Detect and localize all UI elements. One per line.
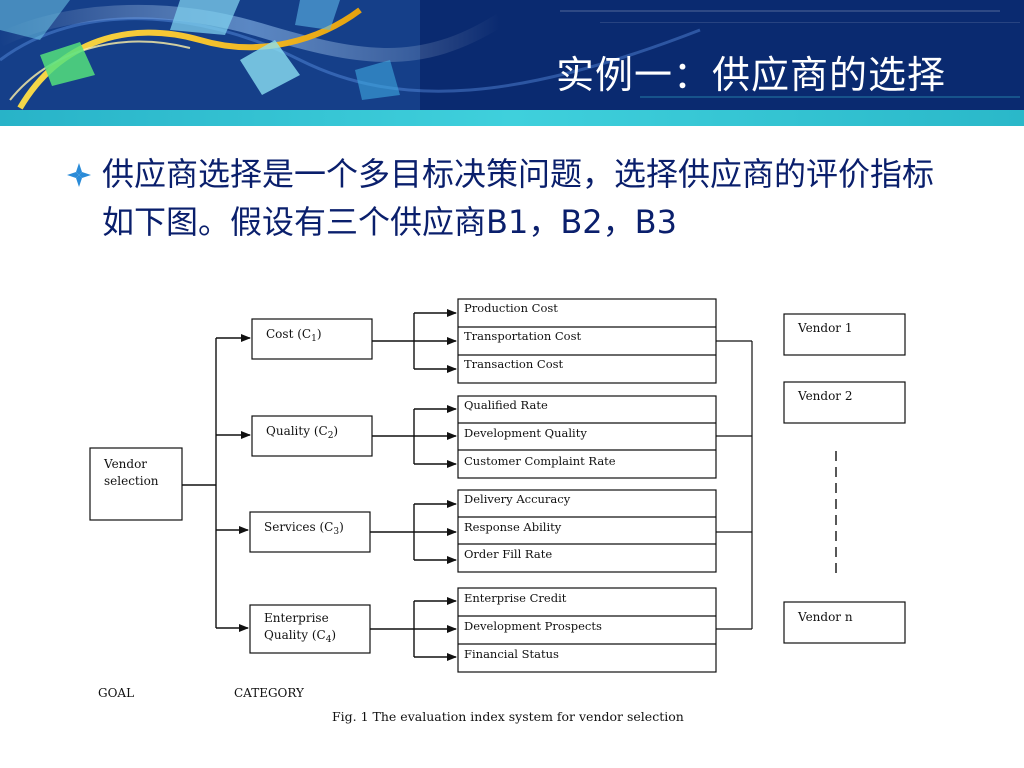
indicator-label: Transportation Cost	[464, 329, 582, 343]
indicator-bracket	[716, 340, 753, 630]
diamond-bullet-icon	[67, 163, 91, 187]
indicator-label: Production Cost	[464, 301, 558, 315]
category-suffix: )	[317, 327, 322, 341]
category-label: Services (C	[264, 520, 333, 534]
goal-column-label: GOAL	[98, 686, 134, 700]
svg-text:Cost (C1): Cost (C1)	[266, 327, 322, 344]
indicator-group-services: Delivery Accuracy Response Ability Order…	[457, 489, 717, 573]
vendor-node-2: Vendor 2	[783, 381, 906, 424]
header-banner: 实例一：供应商的选择	[0, 0, 1024, 110]
category-subscript: 4	[326, 635, 332, 645]
svg-text:Quality (C2): Quality (C2)	[266, 424, 338, 441]
indicator-label: Response Ability	[464, 520, 562, 534]
vendor-label: Vendor 2	[797, 389, 853, 403]
indicator-label: Qualified Rate	[464, 398, 548, 412]
category-node-services: Services (C3)	[249, 511, 371, 553]
category-suffix: )	[339, 520, 344, 534]
slide-title: 实例一：供应商的选择	[555, 53, 946, 97]
indicator-label: Development Quality	[464, 426, 587, 440]
category-node-enterprise-quality: Enterprise Quality (C4)	[249, 604, 371, 654]
category-label: Quality (C	[266, 424, 328, 438]
header-stripe	[0, 110, 1024, 126]
vendor-label: Vendor 1	[797, 321, 853, 335]
indicator-label: Customer Complaint Rate	[464, 454, 616, 468]
goal-node: Vendor selection	[89, 447, 183, 521]
category-connectors	[370, 309, 457, 661]
category-subscript: 3	[333, 527, 339, 537]
indicator-label: Development Prospects	[464, 619, 602, 633]
category-node-quality: Quality (C2)	[251, 415, 373, 457]
indicator-label: Enterprise Credit	[464, 591, 567, 605]
indicator-label: Financial Status	[464, 647, 559, 661]
figure-caption: Fig. 1 The evaluation index system for v…	[332, 709, 684, 724]
category-subscript: 2	[328, 431, 334, 441]
category-suffix: )	[333, 424, 338, 438]
bullet-text: 供应商选择是一个多目标决策问题，选择供应商的评价指标如下图。假设有三个供应商B1…	[102, 155, 935, 241]
goal-label-line1: Vendor	[103, 457, 147, 471]
category-label: Quality (C	[264, 628, 326, 642]
goal-connectors	[182, 334, 251, 632]
category-subscript: 1	[311, 334, 317, 344]
category-suffix: )	[331, 628, 336, 642]
indicator-group-cost: Production Cost Transportation Cost Tran…	[457, 298, 717, 384]
banner-decoration	[0, 0, 1024, 110]
category-label: Cost (C	[266, 327, 311, 341]
vendor-label: Vendor n	[797, 610, 853, 624]
indicator-group-enterprise-quality: Enterprise Credit Development Prospects …	[457, 587, 717, 673]
indicator-label: Transaction Cost	[464, 357, 564, 371]
category-column-label: CATEGORY	[234, 686, 305, 700]
category-node-cost: Cost (C1)	[251, 318, 373, 360]
indicator-label: Delivery Accuracy	[464, 492, 571, 506]
goal-label-line2: selection	[104, 474, 159, 488]
indicator-group-quality: Qualified Rate Development Quality Custo…	[457, 395, 717, 479]
svg-text:Quality (C4): Quality (C4)	[264, 628, 336, 645]
indicator-label: Order Fill Rate	[464, 547, 552, 561]
vendor-node-1: Vendor 1	[783, 313, 906, 356]
category-label-line1: Enterprise	[264, 611, 329, 625]
vendor-node-n: Vendor n	[783, 601, 906, 644]
svg-text:Services (C3): Services (C3)	[264, 520, 344, 537]
